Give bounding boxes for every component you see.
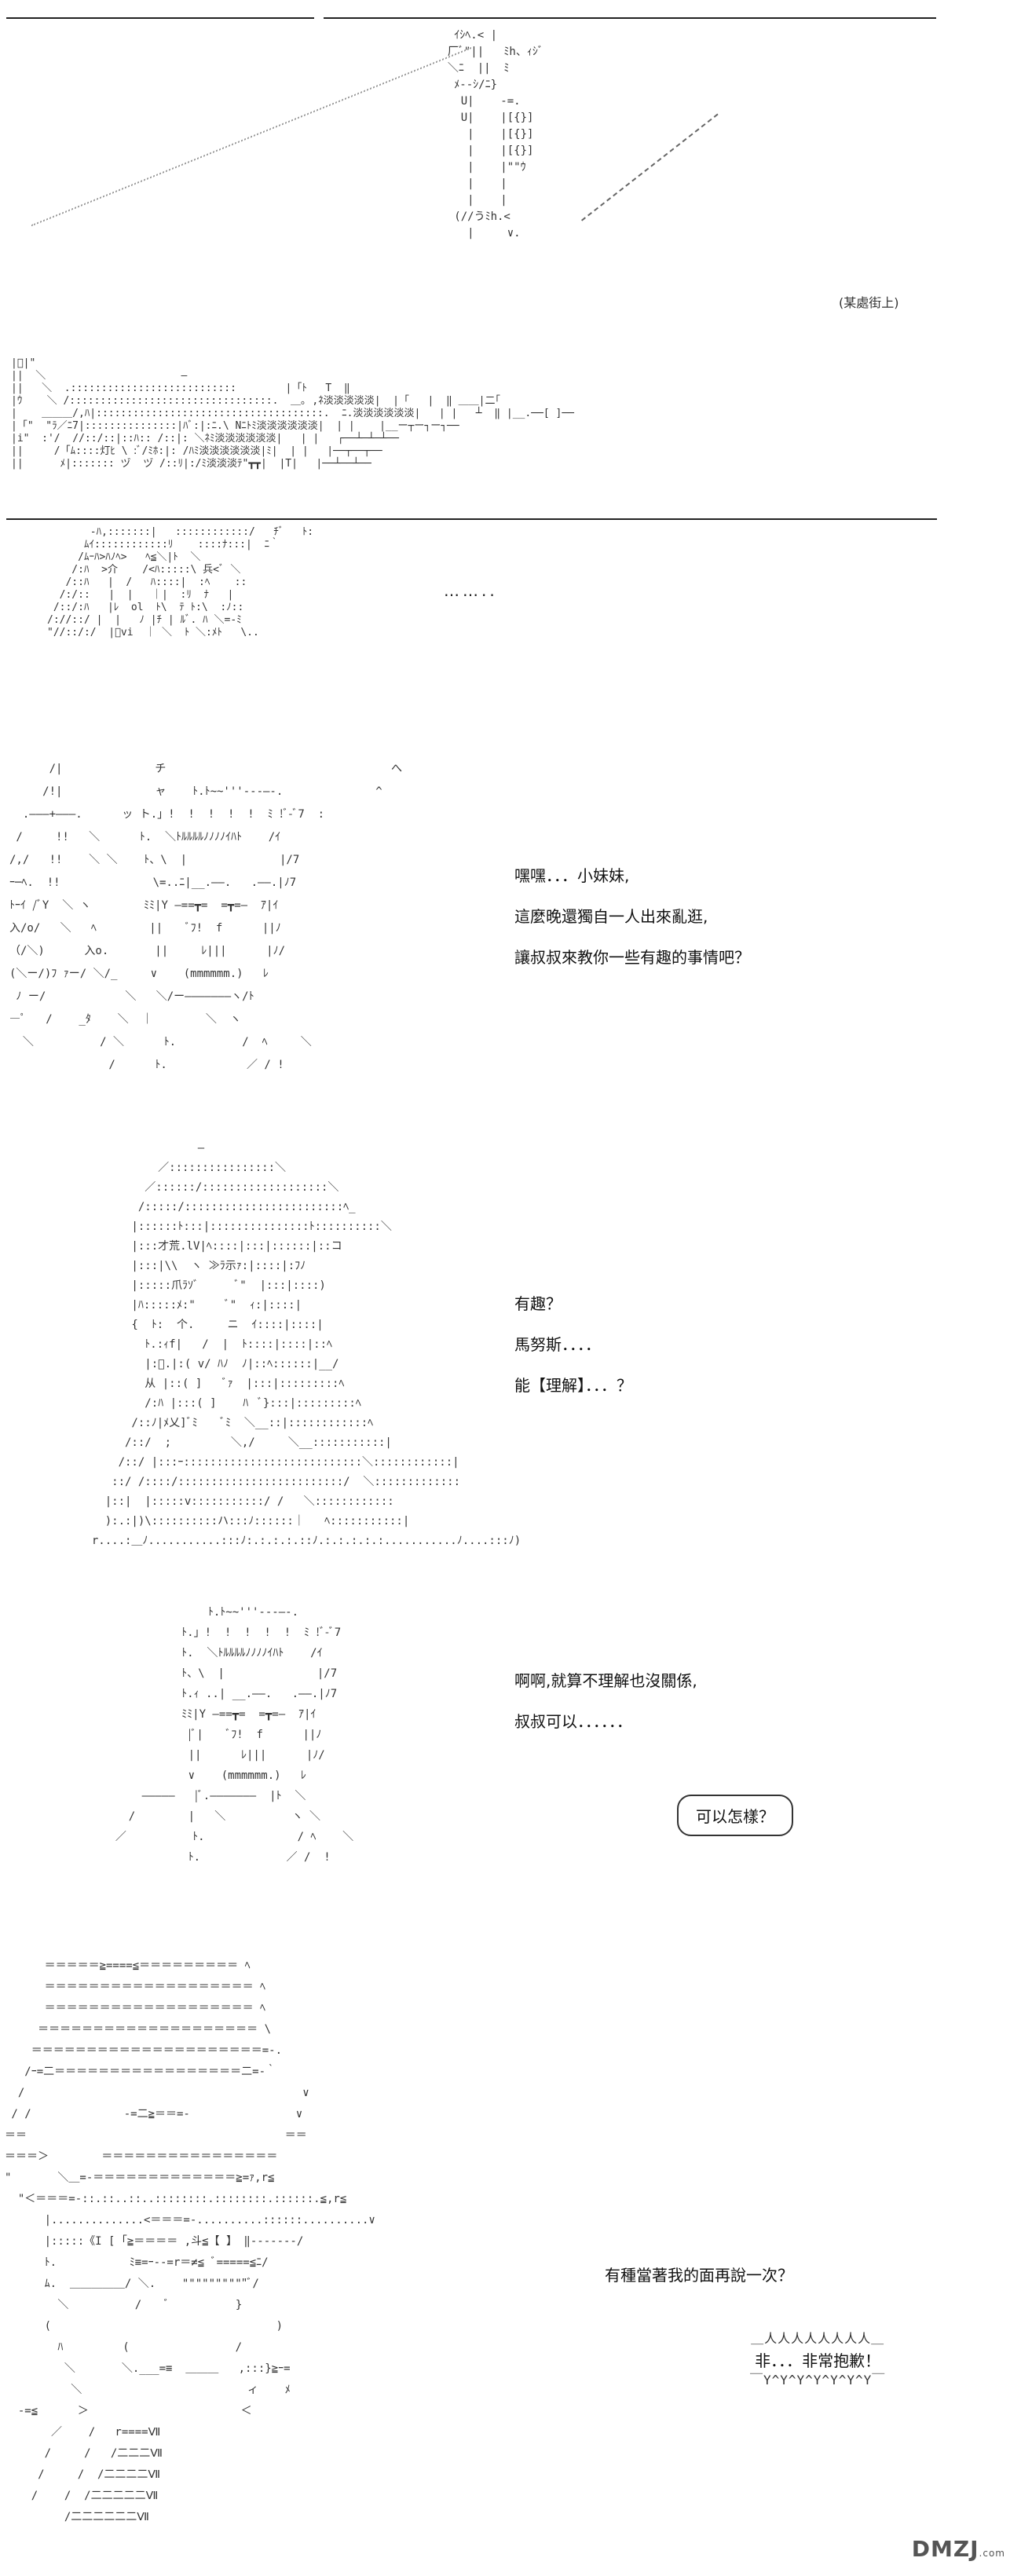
building-roof-lines (581, 113, 719, 223)
site-watermark: DMZJ.com (912, 2536, 1005, 2562)
dialogue-line: 有種當著我的面再說一次？ (605, 2266, 793, 2285)
scene-caption: (某處街上) (839, 295, 899, 310)
girl-figure-art: -ﾊ,:::::::| ::::::::::::/ ﾁﾞ ﾄ: ﾑｲ::::::… (47, 526, 314, 639)
angry-face-art: ＝＝＝＝＝≧====≦＝＝＝＝＝＝＝＝＝ ﾍ ＝＝＝＝＝＝＝＝＝＝＝＝＝＝＝＝＝… (5, 1959, 375, 2523)
shout-bubble: ＿人人人人人人人人＿ 非．．．非常抱歉！ ￣Y^Y^Y^Y^Y^Y^Y￣ (750, 2333, 885, 2387)
dialogue-line: 有趣？ (514, 1294, 562, 1313)
watermark-text: DMZJ (911, 2536, 979, 2562)
top-rule-left (6, 17, 314, 19)
dialogue-line: 馬努斯．．．． (514, 1335, 601, 1354)
street-scene-art: |ﾞ|" || ＼ ― || ＼ .::::::::::::::::::::::… (11, 357, 574, 470)
scene-ground-rule (6, 518, 937, 520)
panel-angry-reply: ＝＝＝＝＝≧====≦＝＝＝＝＝＝＝＝＝ ﾍ ＝＝＝＝＝＝＝＝＝＝＝＝＝＝＝＝＝… (0, 1940, 1021, 2552)
uncle-art: ﾄ.ﾄ~~'''--‐―‐. ﾄ.」! ! ! ! ! ﾐ !ﾞ-ﾞ7 ﾄ. ＼… (115, 1606, 354, 1864)
dialogue-line: 嘿嘿．．．小妹妹, (514, 866, 630, 885)
panel-uncle-approach: /| チ へ /!| ャ ﾄ.ﾄ~~'''--‐―‐. ^ .―――+―――. … (0, 754, 1021, 1123)
panel-uncle-continues: ﾄ.ﾄ~~'''--‐―‐. ﾄ.」! ! ! ! ! ﾐ !ﾞ-ﾞ7 ﾄ. ＼… (0, 1594, 1021, 1924)
dialogue-line: 讓叔叔來教你一些有趣的事情吧？ (514, 948, 750, 967)
dialogue-line: 叔叔可以．．．．．． (514, 1712, 632, 1731)
dialogue-line: 能【理解】．．．？ (514, 1376, 632, 1395)
angry-dialogue: 有種當著我的面再說一次？ (605, 2263, 793, 2304)
street-lamp-art: ｲｼﾍ.< | 厂ﾞ"|| ﾐh、ｨｼﾞ ＼ﾆ || ﾐ ﾒ--ｼ/ﾆ} (448, 29, 543, 240)
speech-bubble: 可以怎樣？ (677, 1795, 793, 1836)
watermark-sub: .com (979, 2548, 1005, 2559)
uncle-dialogue-2: 啊啊,就算不理解也沒關係, 叔叔可以．．．．．． (514, 1669, 697, 1751)
uncle-dialogue: 嘿嘿．．．小妹妹, 這麼晚還獨自一人出來亂逛, 讓叔叔來教你一些有趣的事情吧？ (514, 864, 750, 986)
panel-girl-reply: ― ／::::::::::::::::＼ ／::::::/:::::::::::… (0, 1139, 1021, 1579)
shout-bubble-bottom-edge: ￣Y^Y^Y^Y^Y^Y^Y￣ (750, 2373, 886, 2388)
panel-street-scene: ｲｼﾍ.< | 厂ﾞ"|| ﾐh、ｨｼﾞ ＼ﾆ || ﾐ ﾒ--ｼ/ﾆ} (0, 0, 1021, 738)
dialogue-line: 這麼晚還獨自一人出來亂逛, (514, 907, 708, 926)
shout-text: 非．．．非常抱歉！ (755, 2351, 881, 2370)
uncle-and-girl-art: /| チ へ /!| ャ ﾄ.ﾄ~~'''--‐―‐. ^ .―――+―――. … (9, 763, 403, 1071)
silence-ellipsis: …….. (444, 581, 498, 600)
shout-bubble-top-edge: ＿人人人人人人人人＿ (751, 2331, 885, 2346)
girl-dialogue: 有趣？ 馬努斯．．．． 能【理解】．．．？ (514, 1292, 632, 1414)
girl-art: ― ／::::::::::::::::＼ ／::::::/:::::::::::… (91, 1142, 521, 1547)
top-rule-right (324, 17, 936, 19)
dialogue-line: 啊啊,就算不理解也沒關係, (514, 1671, 697, 1690)
